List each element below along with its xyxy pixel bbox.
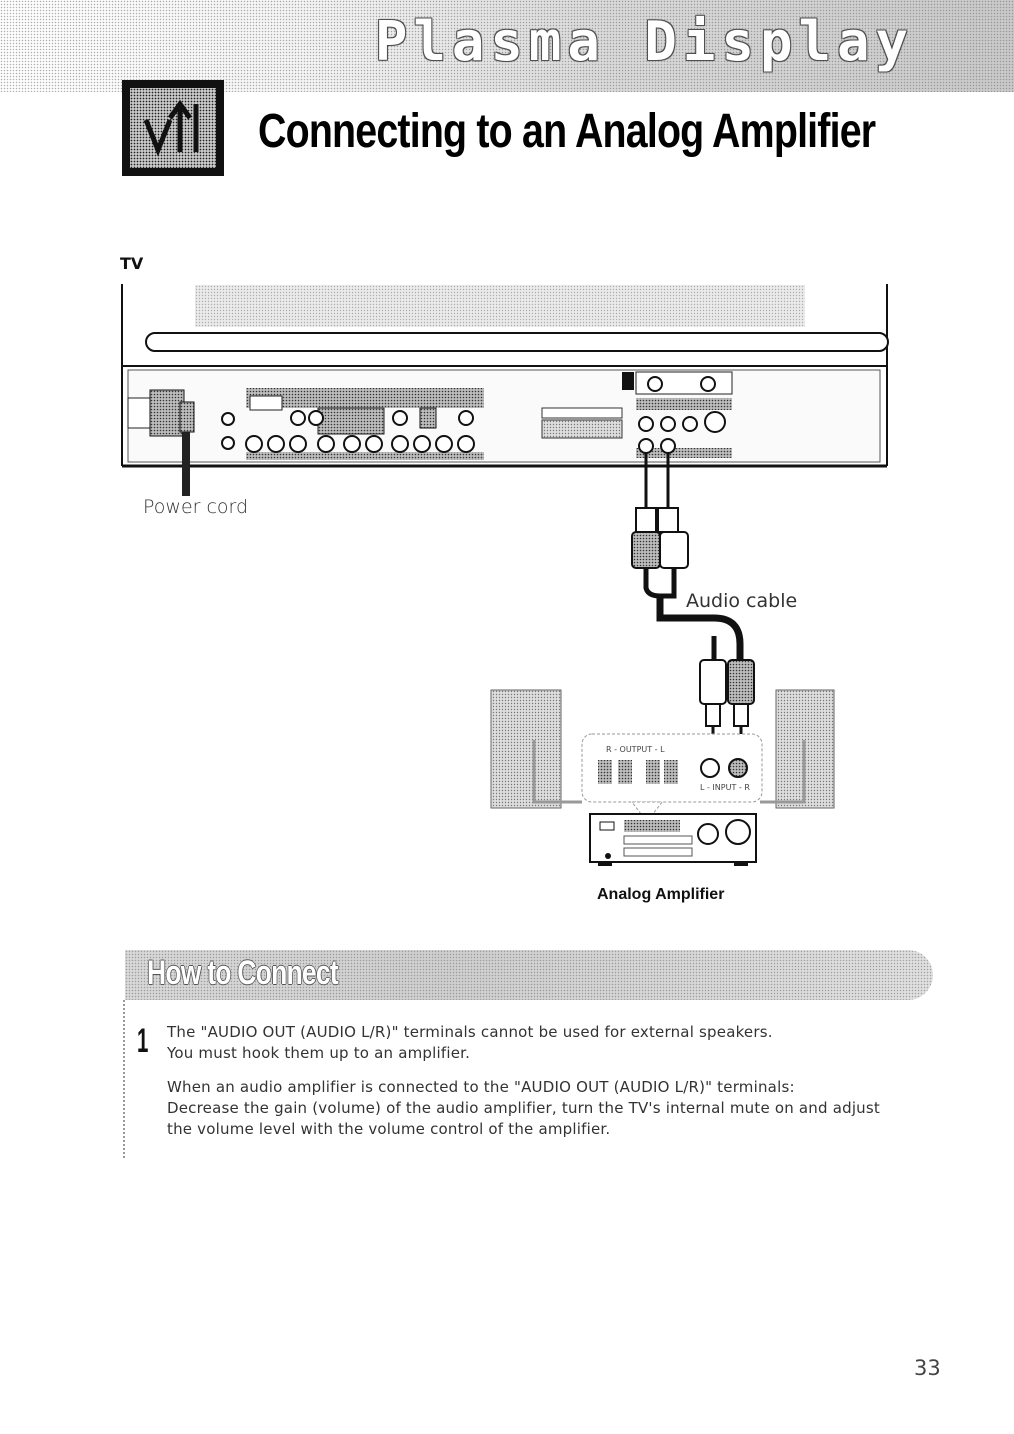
how-to-banner: How to Connect bbox=[125, 950, 933, 1000]
tv-back-panel bbox=[121, 284, 889, 468]
amplifier-rear-panel: R - OUTPUT - L L - INPUT - R bbox=[581, 733, 763, 823]
step-text-line-1: The "AUDIO OUT (AUDIO L/R)" terminals ca… bbox=[167, 1023, 773, 1041]
audio-cable bbox=[631, 452, 755, 760]
speaker-left bbox=[490, 689, 562, 809]
amp-output-label: R - OUTPUT - L bbox=[606, 745, 665, 754]
audio-cable-label: Audio cable bbox=[686, 590, 798, 612]
note-line-1: When an audio amplifier is connected to … bbox=[167, 1078, 795, 1096]
note-line-3: the volume level with the volume control… bbox=[167, 1120, 611, 1138]
power-cord-label: Power cord bbox=[143, 496, 249, 518]
arrows-icon bbox=[143, 99, 199, 157]
page-number: 33 bbox=[914, 1356, 941, 1380]
step-text-line-2: You must hook them up to an amplifier. bbox=[167, 1044, 471, 1062]
note-text: When an audio amplifier is connected to … bbox=[167, 1077, 927, 1140]
amp-input-label: L - INPUT - R bbox=[700, 783, 750, 792]
brand-title: Plasma Display bbox=[374, 10, 914, 73]
step-text: The "AUDIO OUT (AUDIO L/R)" terminals ca… bbox=[167, 1022, 927, 1064]
page-title: Connecting to an Analog Amplifier bbox=[258, 105, 876, 158]
how-to-title: How to Connect bbox=[147, 954, 339, 992]
section-rule bbox=[123, 1000, 125, 1158]
connection-diagram: R - OUTPUT - L L - INPUT - R bbox=[121, 284, 889, 866]
section-logo-icon bbox=[122, 80, 224, 176]
header-band: Plasma Display bbox=[0, 0, 1014, 92]
analog-amplifier bbox=[589, 813, 757, 866]
note-line-2: Decrease the gain (volume) of the audio … bbox=[167, 1099, 880, 1117]
amplifier-label: Analog Amplifier bbox=[597, 886, 725, 903]
power-cord bbox=[179, 401, 195, 496]
step-number: 1 bbox=[137, 1022, 149, 1060]
tv-label: TV bbox=[120, 254, 144, 273]
